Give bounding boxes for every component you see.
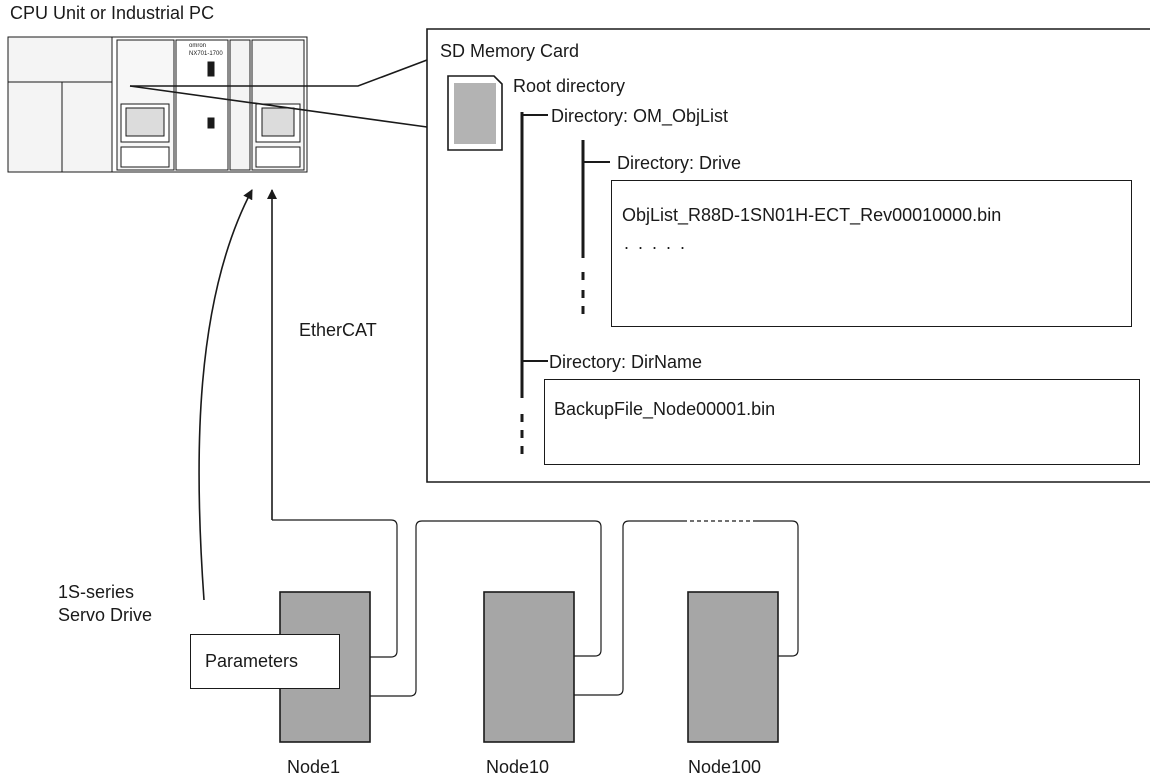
dir-objlist-label: Directory: OM_ObjList	[551, 106, 729, 126]
node10-label: Node10	[486, 757, 550, 777]
dir-drive-label: Directory: Drive	[617, 153, 742, 173]
controller-title: CPU Unit or Industrial PC	[10, 3, 215, 23]
node1-label: Node1	[287, 757, 341, 777]
parameters-box: Parameters	[190, 634, 340, 689]
controller-unit	[7, 36, 308, 173]
ethercat-label: EtherCAT	[299, 320, 377, 340]
node100-label: Node100	[688, 757, 762, 777]
sd-card-icon	[447, 75, 503, 151]
servo-label-line2: Servo Drive	[58, 605, 153, 625]
controller-model: NX701-1700	[189, 51, 223, 57]
sd-card-title: SD Memory Card	[440, 41, 580, 61]
node10-device	[483, 591, 575, 743]
node100-device	[687, 591, 779, 743]
ethercat-cabling	[272, 519, 799, 697]
callout-upper-line	[130, 59, 428, 87]
backup-file-name: BackupFile_Node00001.bin	[554, 399, 776, 419]
parameters-label: Parameters	[205, 651, 299, 671]
controller-brand: omron	[189, 43, 207, 49]
sd-panel-outline	[426, 28, 1150, 483]
objlist-file-name: ObjList_R88D-1SN01H-ECT_Rev00010000.bin	[622, 205, 1002, 225]
callout-lower-line	[129, 85, 428, 128]
dir-dirname-label: Directory: DirName	[549, 352, 703, 372]
objlist-file-box: ObjList_R88D-1SN01H-ECT_Rev00010000.bin …	[611, 180, 1132, 327]
root-directory-label: Root directory	[513, 76, 626, 96]
objlist-more: . . . . .	[624, 233, 688, 253]
servo-label-line1: 1S-series	[58, 582, 135, 602]
backup-file-box: BackupFile_Node00001.bin	[544, 379, 1140, 465]
parameters-upload-arrow	[198, 189, 253, 601]
directory-tree	[520, 112, 610, 454]
